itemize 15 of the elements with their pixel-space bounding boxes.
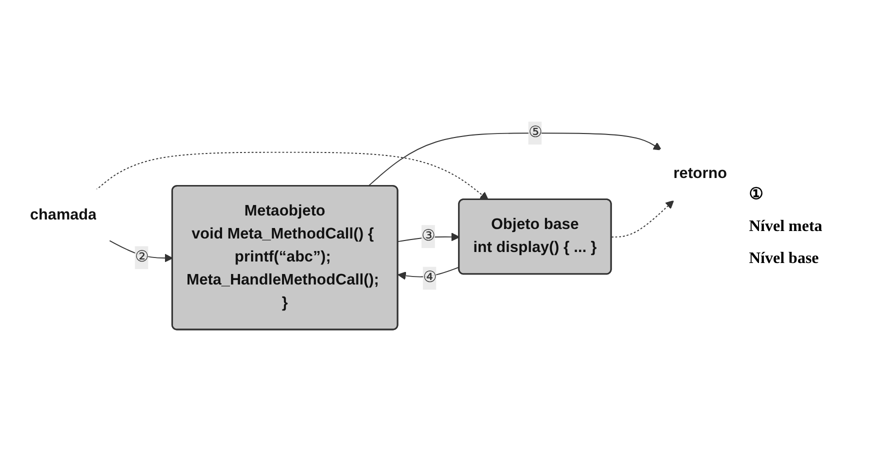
node-text: chamada bbox=[30, 206, 96, 224]
edge-label: ③ bbox=[422, 228, 435, 244]
arrow bbox=[611, 200, 674, 238]
arrow bbox=[368, 132, 662, 187]
text-label: Nível base bbox=[749, 250, 820, 268]
edge-label: ⑤ bbox=[528, 124, 542, 141]
text-label: Nível meta bbox=[749, 218, 824, 236]
text-label: ① bbox=[749, 184, 764, 204]
arrow bbox=[398, 232, 460, 242]
edge-label: ② bbox=[134, 248, 148, 266]
node-text: retorno bbox=[673, 166, 727, 182]
arrow bbox=[398, 266, 460, 280]
arrow bbox=[95, 152, 489, 200]
arrow bbox=[109, 240, 173, 262]
edge-label: ④ bbox=[422, 270, 436, 286]
